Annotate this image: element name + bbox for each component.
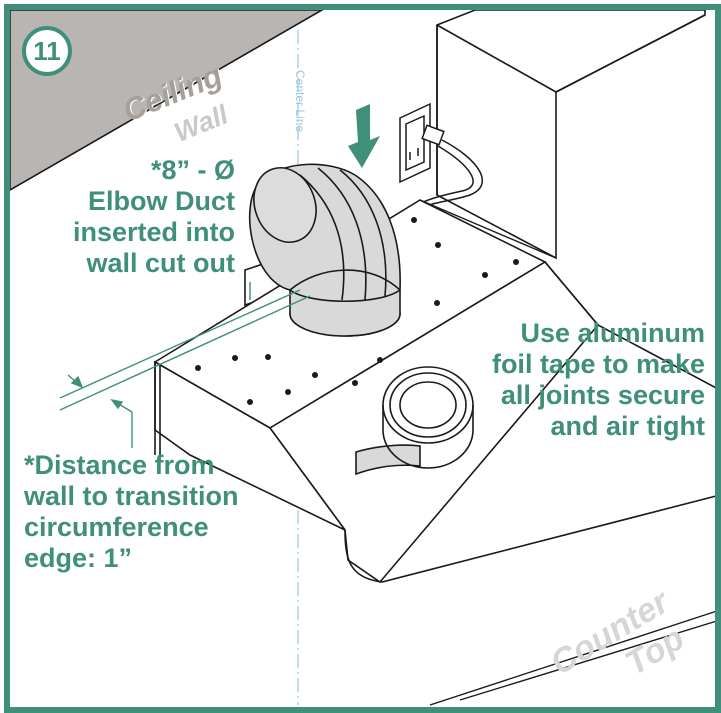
callout-line: circumference — [24, 512, 209, 542]
distance-dimension — [59, 282, 311, 448]
distance-callout: *Distance from wall to transition circum… — [24, 450, 239, 574]
step-number-badge: 11 — [22, 26, 72, 76]
callout-line: and air tight — [550, 411, 706, 441]
callout-line: edge: 1” — [24, 543, 133, 573]
callout-line: *Distance from — [24, 450, 215, 480]
elbow-duct-callout: *8” - Ø Elbow Duct inserted into wall cu… — [73, 155, 235, 279]
callout-line: all joints secure — [500, 380, 705, 410]
foil-tape-roll-icon — [355, 366, 474, 476]
duct-collar — [289, 290, 401, 337]
callout-line: inserted into — [72, 217, 235, 247]
counter-top — [429, 609, 721, 706]
callout-line: Use aluminum — [520, 318, 705, 348]
elbow-duct — [249, 163, 401, 302]
center-line-label: Center Line — [293, 70, 307, 133]
callout-line: wall to transition — [24, 481, 239, 511]
upper-cabinet — [436, 9, 706, 260]
callout-line: *8” - Ø — [150, 155, 235, 185]
step-number: 11 — [33, 35, 61, 66]
down-arrow-icon — [348, 104, 380, 168]
callout-line: foil tape to make — [491, 349, 705, 379]
electrical-outlet-icon — [399, 102, 431, 184]
foil-tape-callout: Use aluminum foil tape to make all joint… — [492, 318, 705, 442]
callout-line: wall cut out — [86, 248, 236, 278]
callout-line: Elbow Duct — [88, 186, 235, 216]
wall-edges — [9, 9, 557, 259]
